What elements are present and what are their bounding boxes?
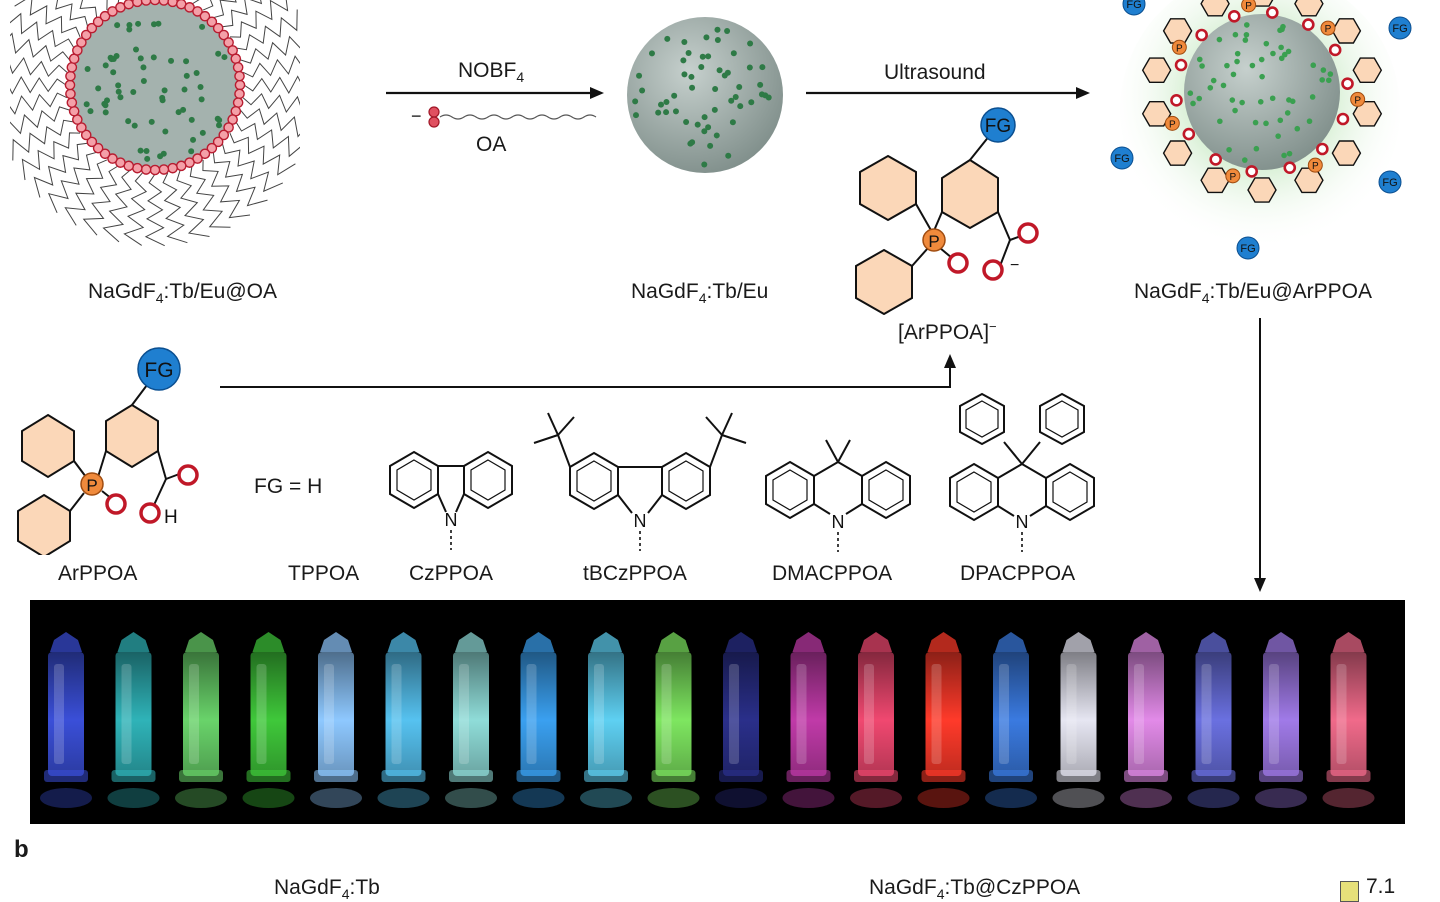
label-np-oa: NaGdF4:Tb/Eu@OA: [88, 280, 278, 307]
np-oa-figure: [10, 0, 300, 247]
np-dots: [83, 20, 228, 162]
dmac-structure: N: [765, 439, 911, 552]
svg-text:P: P: [1245, 1, 1252, 12]
vial: [782, 632, 835, 808]
oa-ligand-tails: [10, 0, 300, 247]
vial: [647, 632, 700, 808]
vial: [580, 632, 632, 808]
phosphorus-label: P: [928, 232, 939, 251]
panel-b-left-title: NaGdF4:Tb: [274, 876, 380, 902]
vial: [512, 632, 565, 808]
n-label: N: [634, 511, 647, 531]
vial: [242, 632, 295, 808]
ligand-dpacppoa: DPACPPOA: [960, 562, 1076, 585]
leaving-oa: OA: [476, 133, 507, 156]
n-label: N: [1016, 512, 1029, 532]
svg-text:FG: FG: [1240, 243, 1255, 255]
carboxyl-h: H: [164, 507, 178, 528]
n-label: N: [832, 512, 845, 532]
reagent-ultrasound: Ultrasound: [884, 61, 986, 84]
dpac-structure: N: [949, 392, 1095, 552]
ligand-tppoa: TPPOA: [288, 562, 360, 585]
vial: [1120, 632, 1172, 808]
np-arppoa-figure: P P P P P P P FG FG FG FG FG: [1110, 0, 1412, 260]
arppoa-anion-structure: FG P −: [855, 107, 1039, 315]
anion-label: [ArPPOA]−: [898, 319, 997, 344]
vial-array: [40, 632, 1375, 808]
svg-text:P: P: [1229, 172, 1236, 183]
panel-b-right-title: NaGdF4:Tb@CzPPOA: [869, 876, 1081, 902]
ligand-tbczppoa: tBCzPPOA: [583, 562, 687, 585]
svg-text:FG: FG: [1392, 23, 1407, 35]
vial: [1322, 632, 1375, 808]
panel-b-letter: b: [14, 836, 29, 863]
down-arrow: [1254, 318, 1266, 592]
arppoa-structure: FG P H: [17, 347, 199, 555]
ligand-czppoa: CzPPOA: [409, 562, 494, 585]
svg-text:P: P: [1176, 43, 1183, 54]
svg-text:P: P: [1354, 95, 1361, 106]
reagent-nobf4: NOBF4: [458, 59, 525, 86]
vial: [107, 632, 160, 808]
scale-value: 7.1: [1366, 875, 1396, 898]
ligand-dmacppoa: DMACPPOA: [772, 562, 893, 585]
oxygen-minus: −: [1010, 257, 1019, 274]
vial: [715, 632, 767, 808]
svg-text:P: P: [1325, 24, 1332, 35]
svg-text:FG: FG: [1126, 0, 1141, 11]
oa-headgroups: [64, 0, 246, 176]
svg-text:P: P: [1312, 161, 1319, 172]
label-np-bare: NaGdF4:Tb/Eu: [631, 280, 769, 307]
reaction-arrow-2: [806, 87, 1090, 99]
vial: [1255, 632, 1307, 808]
tbcz-structure: N: [533, 412, 747, 551]
ligand-arppoa: ArPPOA: [58, 562, 138, 585]
elbow-arrow: [220, 354, 956, 388]
svg-text:P: P: [1169, 119, 1176, 130]
label-np-arppoa: NaGdF4:Tb/Eu@ArPPOA: [1134, 280, 1373, 307]
fg-equals-h: FG = H: [254, 475, 323, 498]
vial: [850, 632, 902, 808]
np-bare-figure: [627, 17, 783, 173]
minus-sign: −: [411, 106, 422, 126]
vial: [985, 632, 1037, 808]
phosphorus-label: P: [86, 476, 97, 495]
fg-label: FG: [144, 359, 173, 382]
np-core: [70, 0, 240, 170]
fg-label: FG: [985, 116, 1011, 137]
vial: [40, 632, 92, 808]
vial-photo: [30, 600, 1405, 824]
vial: [1052, 632, 1105, 808]
n-label: N: [445, 510, 458, 530]
vial: [445, 632, 497, 808]
scale-swatch: [1340, 881, 1359, 902]
cz-structure: N: [389, 450, 513, 550]
vial: [1187, 632, 1240, 808]
reaction-arrow-1: −: [386, 87, 604, 128]
vial: [377, 632, 430, 808]
vial: [310, 632, 362, 808]
svg-text:FG: FG: [1114, 153, 1129, 165]
vial: [917, 632, 970, 808]
vial: [175, 632, 227, 808]
svg-text:FG: FG: [1382, 177, 1397, 189]
